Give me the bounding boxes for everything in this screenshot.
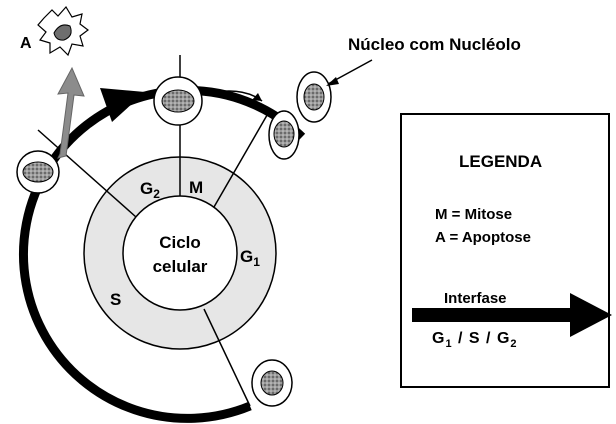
phase-m-label: M bbox=[189, 178, 203, 197]
nucleus-callout-head bbox=[326, 77, 339, 86]
legend-phases: G1 / S / G2 bbox=[432, 330, 518, 351]
mitosis-arrow-head bbox=[252, 93, 262, 101]
cell-right bbox=[268, 110, 300, 160]
phase-s-label: S bbox=[110, 290, 121, 309]
phase-g1-label: G1 bbox=[240, 247, 260, 269]
cell-bottom bbox=[251, 359, 293, 407]
divider-upper-left bbox=[37, 129, 137, 218]
apoptosis-marker-label: A bbox=[20, 35, 32, 52]
legend-box: LEGENDA M = Mitose A = Apoptose Interfas… bbox=[400, 113, 612, 388]
legend-interfase: Interfase bbox=[444, 290, 507, 307]
outer-cycle-arc bbox=[19, 85, 306, 423]
cell-top bbox=[153, 76, 203, 126]
legend-title: LEGENDA bbox=[459, 152, 543, 171]
divider-bottom bbox=[203, 308, 251, 407]
interfase-arrow bbox=[412, 293, 612, 337]
legend-apoptose: A = Apoptose bbox=[435, 229, 531, 246]
apoptotic-fragment bbox=[53, 24, 72, 41]
center-label-line2: celular bbox=[153, 257, 208, 276]
divider-right bbox=[213, 109, 271, 208]
apoptosis-arrow bbox=[57, 66, 85, 159]
cell-upper-right bbox=[296, 71, 332, 123]
legend-mitose: M = Mitose bbox=[435, 206, 513, 223]
cycle-arrow-head bbox=[100, 88, 145, 122]
phase-g2-label: G2 bbox=[140, 179, 160, 201]
cell-left bbox=[16, 150, 60, 194]
center-circle bbox=[122, 195, 238, 311]
nucleus-callout-label: Núcleo com Nucléolo bbox=[348, 35, 521, 54]
center-label-line1: Ciclo bbox=[159, 233, 201, 252]
